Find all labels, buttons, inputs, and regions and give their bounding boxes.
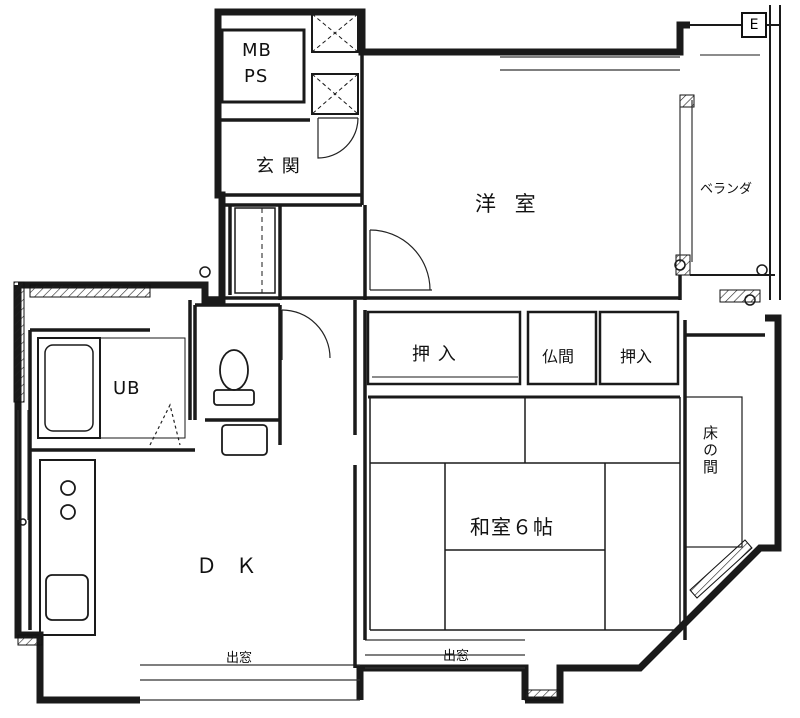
toilet xyxy=(213,349,268,456)
tatami xyxy=(369,396,743,631)
balcony-area xyxy=(685,5,781,300)
closet-left-label: 押 入 xyxy=(412,344,457,365)
balcony-label: ベランダ xyxy=(700,182,753,197)
hatched-walls xyxy=(13,94,761,701)
doors xyxy=(149,117,432,446)
windows xyxy=(17,56,693,701)
entrance-label: 玄 関 xyxy=(256,156,301,177)
dining-kitchen-label: Ｄ Ｋ xyxy=(196,554,263,578)
bay-window-left-label: 出窓 xyxy=(226,651,253,666)
fixtures-misc xyxy=(19,259,768,526)
bathroom-fixtures xyxy=(37,337,186,439)
interior-walls xyxy=(28,52,765,668)
unit-bath-label: UB xyxy=(113,378,141,399)
tokonoma-label: 床の間 xyxy=(701,425,719,476)
bay-window-right-label: 出窓 xyxy=(443,649,470,664)
mbps-label-line2: PS xyxy=(244,66,269,87)
western-room-label: 洋 室 xyxy=(475,192,542,216)
butsuma-label: 仏間 xyxy=(542,347,575,366)
outer-walls xyxy=(14,8,782,704)
shafts xyxy=(220,13,359,294)
mbps-label-line1: MB xyxy=(242,40,272,61)
kitchen-fixtures xyxy=(39,459,96,636)
japanese-room-label: 和室６帖 xyxy=(470,515,554,539)
compass-e-marker: E xyxy=(741,12,767,38)
closet-right-label: 押入 xyxy=(620,347,653,366)
storage-units xyxy=(366,310,680,399)
